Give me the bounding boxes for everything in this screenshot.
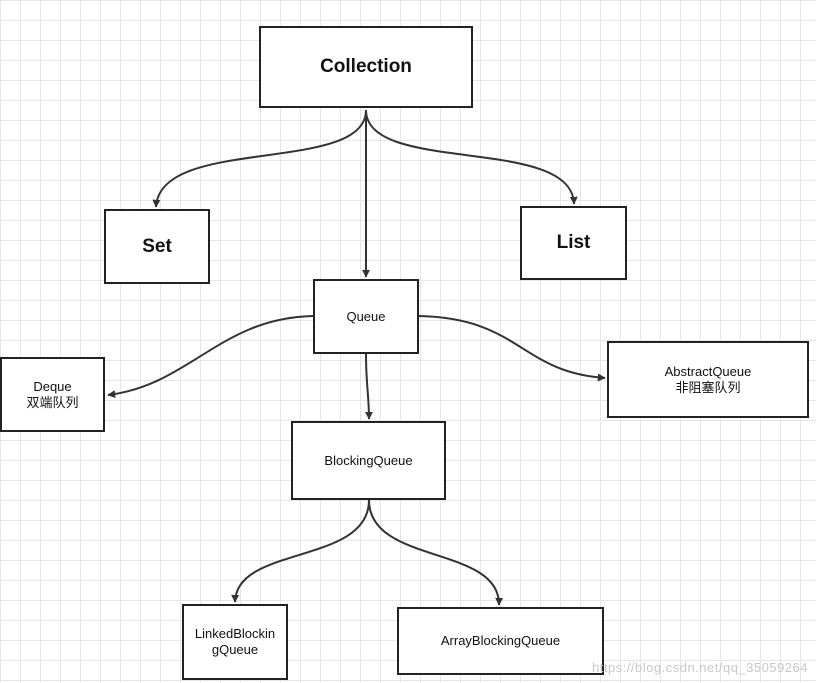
set-label: Set	[142, 235, 172, 257]
edge-blocking-array	[368, 499, 504, 606]
queue-label: Queue	[346, 308, 386, 324]
watermark: https://blog.csdn.net/qq_35059264	[592, 660, 808, 675]
edge-queue-blockingqueue	[364, 353, 373, 420]
blockingqueue-label: BlockingQueue	[324, 452, 413, 468]
arrayblockingqueue-label: ArrayBlockingQueue	[440, 633, 561, 648]
linkedblockingqueue-label: LinkedBlockingQueue	[194, 626, 276, 657]
edge-collection-list	[365, 109, 578, 205]
collection-node: Collection	[259, 26, 473, 108]
abstractqueue-description: 非阻塞队列	[675, 379, 741, 395]
blockingqueue-node: BlockingQueue	[291, 421, 446, 500]
list-label: List	[556, 232, 591, 253]
deque-node: Deque 双端队列	[0, 357, 105, 432]
collection-label: Collection	[320, 56, 412, 77]
edge-blocking-linked	[231, 499, 370, 603]
arrayblockingqueue-node: ArrayBlockingQueue	[397, 607, 604, 675]
edge-queue-deque	[107, 315, 314, 399]
deque-description: 双端队列	[26, 394, 79, 410]
edge-queue-abstractqueue	[418, 315, 606, 382]
queue-node: Queue	[313, 279, 419, 354]
set-node: Set	[104, 209, 210, 284]
list-node: List	[520, 206, 627, 280]
deque-label: Deque	[33, 378, 72, 394]
linkedblockingqueue-node: LinkedBlockingQueue	[182, 604, 288, 680]
edge-collection-set	[152, 109, 367, 208]
abstractqueue-label: AbstractQueue	[664, 363, 752, 379]
abstractqueue-node: AbstractQueue 非阻塞队列	[607, 341, 809, 418]
